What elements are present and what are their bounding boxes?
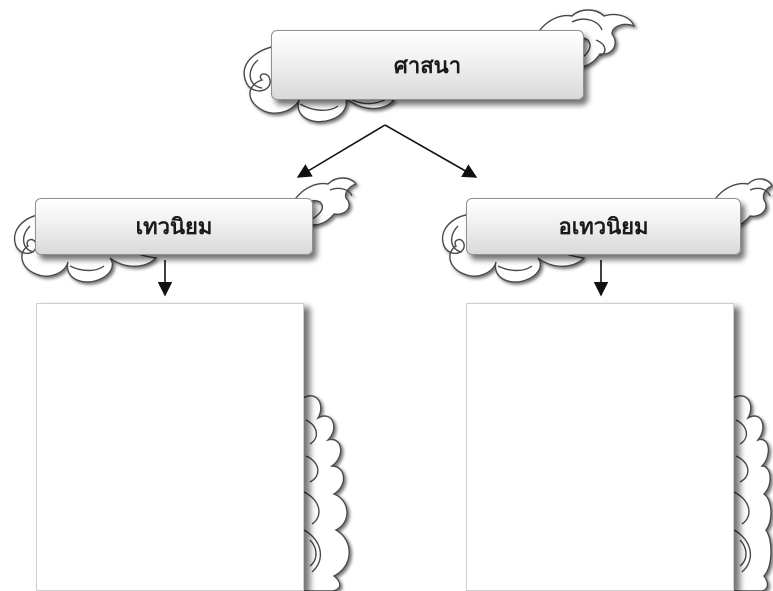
- right-branch-box: อเทวนิยม: [466, 198, 741, 255]
- root-node-box: ศาสนา: [271, 30, 584, 100]
- left-branch-label: เทวนิยม: [135, 215, 213, 240]
- left-content-panel: [36, 303, 304, 591]
- right-content-panel: [466, 303, 734, 591]
- left-branch-box: เทวนิยม: [35, 198, 313, 255]
- arrow-root-to-left: [296, 124, 386, 178]
- root-node-label: ศาสนา: [393, 53, 462, 79]
- arrow-root-to-right: [384, 124, 478, 178]
- right-branch-label: อเทวนิยม: [558, 215, 649, 240]
